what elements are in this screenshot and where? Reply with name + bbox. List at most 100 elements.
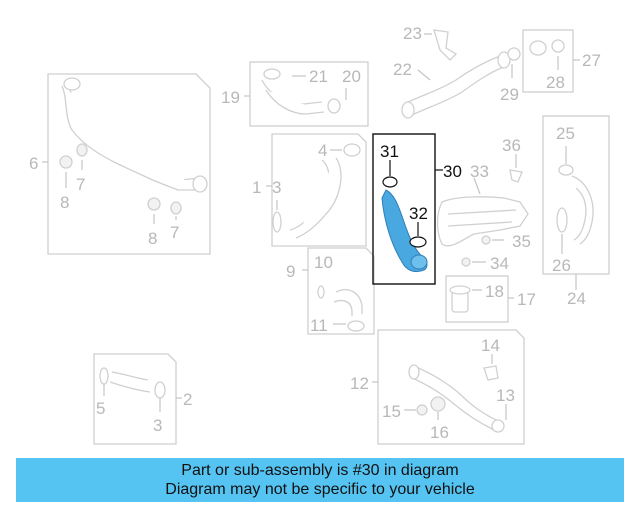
clamp-part — [327, 98, 341, 114]
callout-13: 13 — [496, 386, 515, 405]
callout-33: 33 — [470, 162, 489, 181]
pipe-end — [408, 364, 420, 380]
sensor-part — [483, 365, 499, 381]
leader-line — [473, 177, 481, 195]
callout-29: 29 — [500, 85, 519, 104]
callout-10: 10 — [314, 253, 333, 272]
intercooler-fin — [447, 221, 513, 227]
group-27: 27 28 — [522, 29, 601, 93]
bracket-part — [433, 29, 458, 61]
pipe-part — [413, 365, 497, 421]
callout-19: 19 — [221, 88, 240, 107]
callout-3: 3 — [272, 178, 281, 197]
clamp-32 — [409, 236, 427, 248]
banner-line-1: Part or sub-assembly is #30 in diagram — [181, 462, 459, 479]
bolt-part — [430, 396, 446, 412]
hose-part-edge — [265, 89, 325, 115]
group-2: 2 5 3 — [93, 353, 192, 445]
o-ring-part — [272, 211, 282, 233]
banner-line-2: Diagram may not be specific to your vehi… — [165, 481, 475, 498]
washer-part — [76, 143, 88, 157]
clamp-part — [556, 207, 568, 233]
info-banner: Part or sub-assembly is #30 in diagram D… — [16, 458, 624, 502]
group-box-17 — [445, 275, 509, 323]
callout-2: 2 — [183, 390, 192, 409]
group-1: 1 3 4 — [252, 133, 367, 247]
group-30: 31 32 30 — [372, 133, 462, 285]
nut-part — [59, 155, 73, 169]
group-9: 9 10 11 — [286, 247, 375, 335]
callout-7: 7 — [76, 175, 85, 194]
hose-part-edge — [295, 157, 342, 239]
callout-9: 9 — [286, 262, 295, 281]
turbo-pipe-end — [63, 77, 81, 91]
hose-part-edge — [573, 187, 587, 241]
hose-end-highlight — [410, 254, 428, 270]
callout-16: 16 — [430, 423, 449, 442]
intercooler-hose-highlight[interactable] — [381, 189, 428, 273]
o-ring-part — [99, 367, 109, 385]
callout-31[interactable]: 31 — [380, 142, 399, 161]
callout-15: 15 — [382, 402, 401, 421]
group-19: 19 21 20 — [221, 61, 369, 127]
group-box-12 — [377, 329, 525, 445]
cap-top — [449, 285, 471, 295]
callout-8: 8 — [60, 193, 69, 212]
group-6: 6 7 8 8 7 — [29, 73, 211, 255]
leader-line — [417, 69, 431, 81]
callout-8: 8 — [148, 229, 157, 248]
clamp-part — [154, 381, 166, 399]
clamp-part — [263, 68, 281, 80]
hose-part-edge — [109, 381, 151, 393]
intercooler-fin — [447, 209, 517, 215]
callout-18: 18 — [485, 282, 504, 301]
callout-14: 14 — [481, 336, 500, 355]
group-box-6 — [47, 73, 211, 255]
turbo-pipe-end — [192, 175, 208, 193]
group-17: 18 17 — [445, 275, 536, 323]
pipe-end — [491, 419, 505, 433]
pipe-part-edge — [411, 377, 495, 431]
callout-21: 21 — [309, 67, 328, 86]
group-box-27 — [522, 29, 574, 93]
nut-part — [416, 404, 428, 416]
o-ring-part — [317, 285, 325, 299]
callout-6: 6 — [29, 154, 38, 173]
pipe-part — [403, 55, 501, 105]
sensor-part — [509, 169, 523, 183]
clamp-part — [551, 39, 565, 53]
cap-part — [451, 291, 469, 313]
pipe-part-edge — [409, 65, 507, 117]
hose-part — [111, 371, 149, 381]
nut-part — [147, 197, 161, 211]
pipe-end — [401, 101, 415, 119]
washer-part — [170, 201, 182, 215]
bolt-part — [461, 257, 471, 267]
group-box-1 — [271, 133, 367, 247]
callout-26: 26 — [552, 256, 571, 275]
callout-35: 35 — [512, 232, 531, 251]
pipe-end — [497, 51, 511, 69]
callout-1: 1 — [252, 178, 261, 197]
clamp-part — [343, 143, 361, 157]
callout-12: 12 — [350, 374, 369, 393]
callout-30[interactable]: 30 — [443, 162, 462, 181]
callout-32[interactable]: 32 — [409, 204, 428, 223]
group-box-2 — [93, 353, 177, 445]
group-box-30 — [372, 133, 436, 285]
group-33: 33 35 34 36 — [436, 136, 531, 273]
callout-11: 11 — [310, 316, 328, 335]
elbow-hose-part — [335, 289, 363, 314]
callout-23: 23 — [403, 24, 422, 43]
callout-34: 34 — [490, 254, 509, 273]
group-box-19 — [249, 61, 369, 127]
callout-28: 28 — [546, 73, 565, 92]
callout-7: 7 — [170, 223, 179, 242]
clamp-part — [347, 320, 365, 332]
bolt-part — [481, 235, 491, 245]
clamp-31 — [382, 176, 398, 188]
intercooler-part — [436, 196, 529, 247]
callout-20: 20 — [342, 67, 361, 86]
group-box-9 — [307, 247, 375, 335]
